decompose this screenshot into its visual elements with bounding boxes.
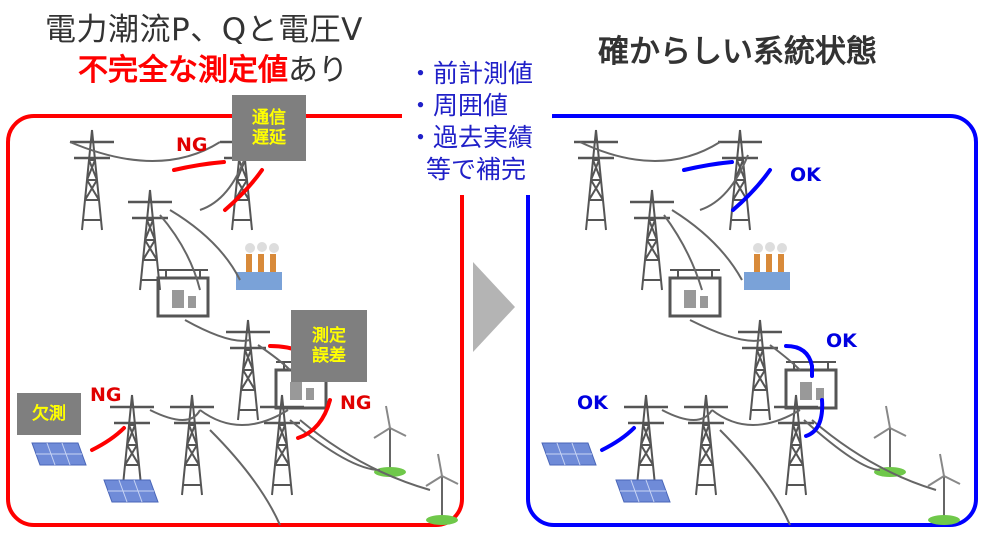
tag-missing: 欠測 [17, 393, 81, 435]
title-left: 電力潮流P、Qと電圧V [45, 12, 363, 48]
ok-label: OK [577, 392, 608, 414]
bullet-item: ・前計測値 [408, 59, 534, 88]
bullet-item: ・過去実績 [408, 123, 534, 152]
tag-measure-error: 測定 誤差 [291, 310, 367, 382]
complement-list: ・前計測値 ・周囲値 ・過去実績 等で補完 [408, 58, 533, 186]
ng-label: NG [340, 392, 372, 414]
transition-arrow [473, 262, 515, 352]
ok-label: OK [826, 330, 857, 352]
ng-label: NG [90, 384, 122, 406]
right-frame [526, 114, 978, 527]
subtitle-rest: あり [288, 53, 348, 88]
right-network [541, 128, 961, 526]
title-right: 確からしい系統状態 [598, 34, 877, 70]
ok-label: OK [790, 164, 821, 186]
bullet-item: 等で補完 [426, 155, 527, 184]
ok-segments [600, 160, 825, 452]
tag-comm-delay: 通信 遅延 [232, 95, 306, 161]
left-network [31, 128, 459, 526]
ng-segments [90, 160, 332, 452]
subtitle: 不完全な測定値あり [78, 45, 348, 89]
subtitle-emphasis: 不完全な測定値 [78, 53, 288, 88]
ng-label: NG [176, 134, 208, 156]
bullet-item: ・周囲値 [408, 91, 509, 120]
